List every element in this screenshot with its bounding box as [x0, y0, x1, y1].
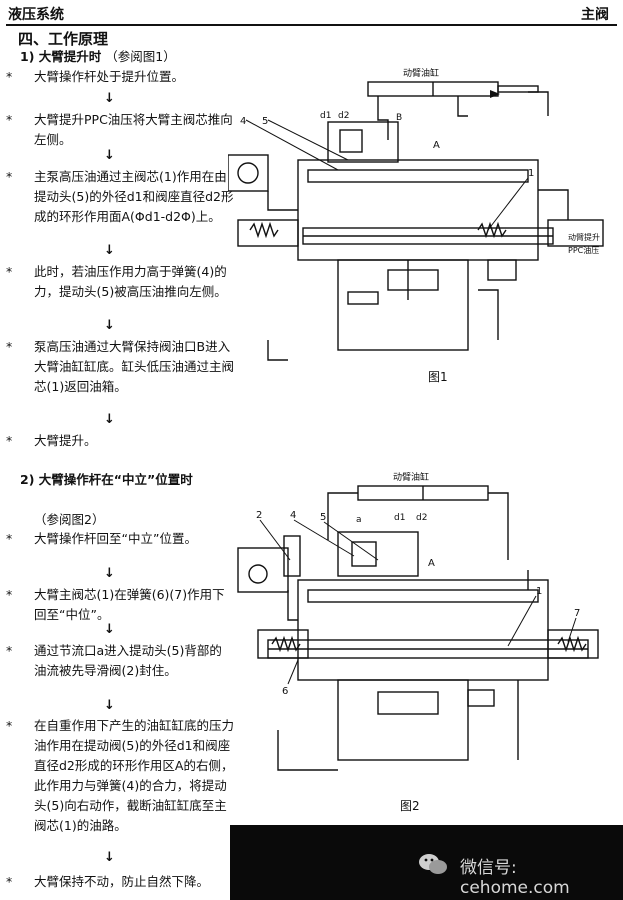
fig1-label-a: A: [433, 140, 440, 151]
fig1-label-4: 4: [240, 116, 246, 127]
part2-title: 2) 大臂操作杆在“中立”位置时: [20, 472, 193, 487]
fig1-label-ppc: 动臂提升: [568, 232, 600, 242]
part1-title: 1) 大臂提升时: [20, 49, 102, 64]
part2-step-2: *大臂主阀芯(1)在弹簧(6)(7)作用下回至“中位”。: [6, 587, 225, 622]
flow-arrow: ↓: [104, 243, 115, 258]
figure-2-caption: 图2: [400, 799, 420, 813]
flow-arrow: ↓: [104, 412, 115, 427]
fig1-label-d1: d1: [320, 111, 331, 121]
fig1-label-d2: d2: [338, 111, 349, 121]
part1-step-3: *主泵高压油通过主阀芯(1)作用在由提动头(5)的外径d1和阀座直径d2形成的环…: [6, 169, 234, 224]
flow-arrow: ↓: [104, 850, 115, 865]
part1-ref: （参阅图1）: [105, 49, 176, 64]
fig2-label-d1: d1: [394, 513, 405, 523]
flow-arrow: ↓: [104, 566, 115, 581]
part2-ref: （参阅图2）: [34, 512, 105, 527]
part1-step-2: *大臂提升PPC油压将大臂主阀芯推向左侧。: [6, 112, 233, 147]
fig2-label-4: 4: [290, 510, 296, 521]
fig1-label-b: B: [396, 113, 402, 123]
part1-step-6: *大臂提升。: [6, 433, 97, 448]
fig2-label-6: 6: [282, 686, 288, 697]
wechat-icon: [419, 854, 447, 874]
header-left-title: 液压系统: [8, 7, 64, 23]
fig2-label-1: 1: [536, 586, 542, 597]
part2-step-5: *大臂保持不动，防止自然下降。: [6, 874, 210, 889]
part2-step-1: *大臂操作杆回至“中立”位置。: [6, 531, 197, 546]
part1-step-4: *此时，若油压作用力高于弹簧(4)的力，提动头(5)被高压油推向左侧。: [6, 264, 227, 299]
fig2-label-a-port: a: [356, 515, 362, 525]
part1-step-1: *大臂操作杆处于提升位置。: [6, 69, 185, 84]
flow-arrow: ↓: [104, 698, 115, 713]
header-rule: [6, 24, 617, 26]
part2-step-4: *在自重作用下产生的油缸缸底的压力油作用在提动阀(5)的外径d1和阀座直径d2形…: [6, 718, 235, 833]
fig1-label-ppc2: PPC油压: [568, 245, 599, 255]
fig2-label-5: 5: [320, 512, 326, 523]
watermark-text: 微信号: cehome.com: [460, 858, 570, 898]
part2-step-3: *通过节流口a进入提动头(5)背部的油流被先导滑阀(2)封住。: [6, 643, 222, 678]
figure-1-caption: 图1: [428, 370, 448, 384]
figure-2-diagram: 动臂油缸 a d1 d2 A 2 4 5 1 7 6: [237, 471, 599, 771]
fig2-label-d2: d2: [416, 513, 427, 523]
flow-arrow: ↓: [104, 318, 115, 333]
fig1-label-cylinder: 动臂油缸: [403, 67, 439, 79]
fig2-label-cylinder: 动臂油缸: [393, 471, 429, 483]
flow-arrow: ↓: [104, 622, 115, 637]
flow-arrow: ↓: [104, 91, 115, 106]
header-right-title: 主阀: [581, 7, 609, 23]
part1-heading: 1) 大臂提升时 （参阅图1）: [20, 47, 220, 67]
page-header: 液压系统 主阀: [0, 0, 623, 23]
fig2-label-7: 7: [574, 608, 580, 619]
section-title: 四、工作原理: [18, 30, 109, 48]
figure-1-diagram: 动臂油缸 d1 d2 B A 4 5 1 动臂提升 PPC油压: [228, 67, 604, 361]
fig2-label-area-a: A: [428, 558, 435, 569]
flow-arrow: ↓: [104, 148, 115, 163]
fig2-label-2: 2: [256, 510, 262, 521]
fig1-label-5: 5: [262, 116, 268, 127]
fig1-label-1: 1: [528, 168, 534, 179]
part1-step-5: *泵高压油通过大臂保持阀油口B进入大臂油缸缸底。缸头低压油通过主阀芯(1)返回油…: [6, 339, 235, 394]
